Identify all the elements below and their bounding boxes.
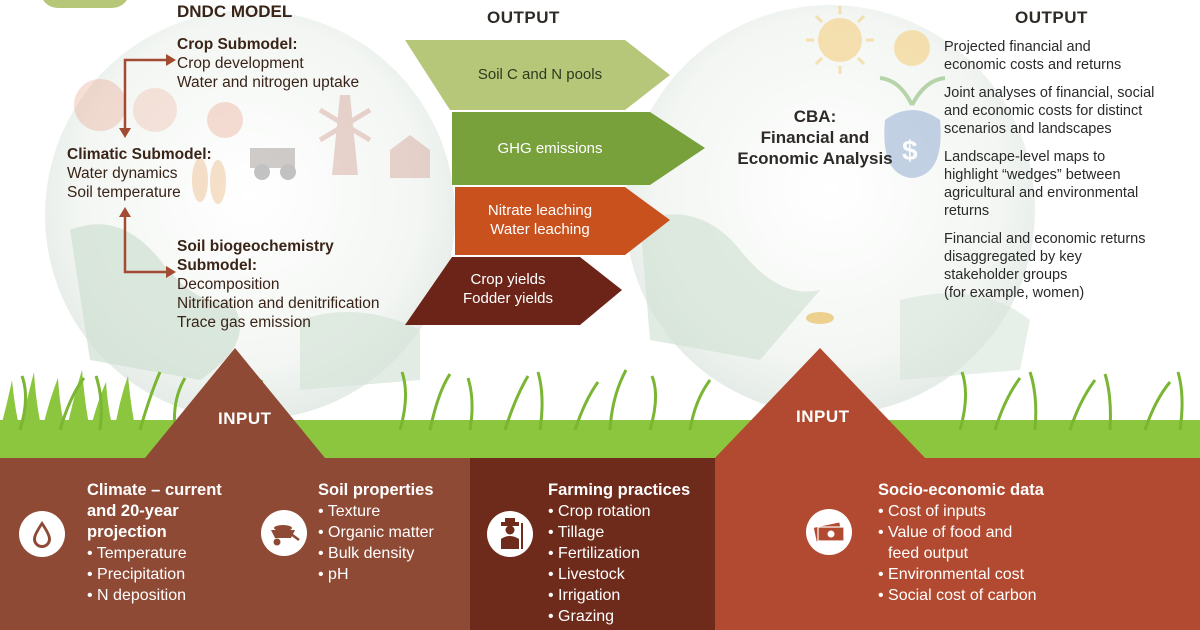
climatic-submodel: Climatic Submodel: Water dynamics Soil t… [67,145,212,202]
soil-item: Bulk density [318,543,434,564]
sun-money-decoration: $ [806,6,946,178]
output-arrow-3-label: Nitrate leaching Water leaching [440,201,640,239]
soil-item: Organic matter [318,522,434,543]
socio-item: Cost of inputs [878,501,1044,522]
output-arrow-2 [452,112,705,185]
farming-heading: Farming practices [548,481,691,499]
output-right-item: Financial and economic returns disaggreg… [944,231,1146,301]
climate-heading: Climate – current [87,481,222,499]
input-right-label: INPUT [796,407,850,426]
farming-item: Fertilization [548,543,690,564]
climate-item: Precipitation [87,564,222,585]
farming-item: Livestock [548,564,690,585]
grass-blades [18,369,1184,431]
soil-submodel: Soil biogeochemistry Submodel: Decomposi… [177,237,379,332]
output-right-item: Joint analyses of financial, social and … [944,85,1155,137]
output-right-item: Projected financial and economic costs a… [944,39,1122,73]
output-arrow-2-label: GHG emissions [497,140,603,157]
farming-panel: Farming practices Crop rotation Tillage … [548,480,690,627]
soil-item: Trace gas emission [177,314,311,331]
climatic-submodel-heading: Climatic Submodel: [67,146,212,163]
dndc-title: DNDC MODEL [177,2,293,21]
output-arrow-3-line: Nitrate leaching [487,202,593,219]
climate-heading: projection [87,523,167,541]
output-right-item: Landscape-level maps to highlight “wedge… [944,149,1139,219]
cba-line: Financial and [760,128,870,147]
crop-submodel: Crop Submodel: Crop development Water an… [177,35,359,92]
soil-submodel-heading: Soil biogeochemistry [177,238,334,255]
socio-item: Environmental cost [878,564,1044,585]
wheelbarrow-icon [261,510,307,556]
water-drop-icon [19,511,65,557]
output-arrow-1-label: Soil C and N pools [477,66,603,83]
submodel-connector-arrows [123,58,168,274]
farm-decoration [74,79,430,204]
top-tab-decoration [40,0,130,8]
panel-right-bg [715,458,1200,630]
soil-submodel-heading-2: Submodel: [177,257,258,274]
cba-line: Economic Analysis [737,149,893,168]
socio-item: Value of food and [878,522,1044,543]
climatic-item: Water dynamics [67,165,178,182]
money-icon [806,509,852,555]
input-left-label: INPUT [218,409,272,428]
output-arrow-3-line: Water leaching [490,221,590,238]
farming-item: Tillage [548,522,690,543]
soil-item: Decomposition [177,276,280,293]
output-arrow-4 [405,257,622,325]
crop-item: Water and nitrogen uptake [177,74,360,91]
svg-text:$: $ [902,135,918,166]
output-arrow-4-line: Fodder yields [462,290,554,307]
socio-heading: Socio-economic data [878,481,1044,499]
output-arrow-4-label: Crop yields Fodder yields [408,270,608,308]
farming-item: Irrigation [548,585,690,606]
climatic-item: Soil temperature [67,184,181,201]
soil-heading: Soil properties [318,481,434,499]
soil-panel: Soil properties Texture Organic matter B… [318,480,434,585]
climate-panel: Climate – current and 20-year projection… [87,480,222,606]
soil-item: pH [318,564,434,585]
socio-panel: Socio-economic data Cost of inputs Value… [878,480,1044,606]
farming-item: Grazing [548,606,690,627]
climate-item: Temperature [87,543,222,564]
soil-item: Texture [318,501,434,522]
farmer-icon [487,511,533,557]
cba-title: CBA: Financial and Economic Analysis [720,106,910,169]
farming-item: Crop rotation [548,501,690,522]
socio-item-continued: feed output [888,545,969,562]
output-right-list: Projected financial and economic costs a… [944,38,1194,312]
crop-submodel-heading: Crop Submodel: [177,36,298,53]
output-arrow-3 [455,187,670,255]
soil-item: Nitrification and denitrification [177,295,380,312]
climate-item: N deposition [87,585,222,606]
climate-heading: and 20-year [87,502,179,520]
output-arrow-1 [405,40,670,110]
output-right-heading: OUTPUT [1015,8,1088,27]
output-arrow-4-line: Crop yields [470,271,546,288]
output-left-heading: OUTPUT [487,8,560,27]
crop-item: Crop development [177,55,304,72]
cba-line: CBA: [793,107,837,126]
socio-item: Social cost of carbon [878,585,1044,606]
